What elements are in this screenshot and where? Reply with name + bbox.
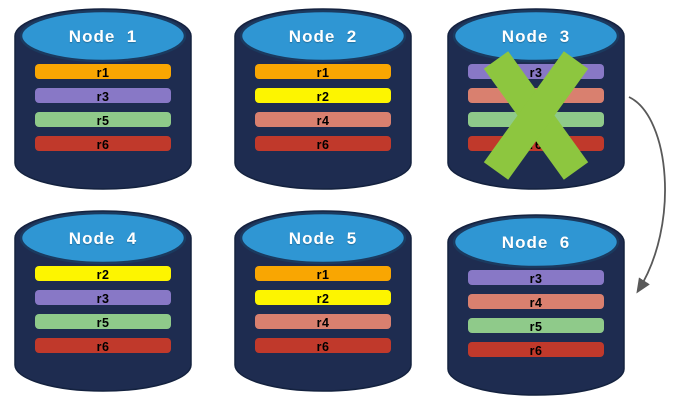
replica-list: r1 r3 r5 r6 bbox=[35, 64, 171, 160]
replica-label: r5 bbox=[96, 114, 110, 128]
replica-bar: r5 bbox=[35, 112, 171, 128]
replica-label: r2 bbox=[96, 268, 110, 282]
replica-label: r6 bbox=[316, 340, 330, 354]
replica-bar: r2 bbox=[255, 290, 391, 306]
replica-bar: r6 bbox=[35, 338, 171, 354]
replica-label: r2 bbox=[316, 292, 330, 306]
replica-list: r3 r4 r5 r6 bbox=[468, 270, 604, 366]
node-5: Node 5 r1 r2 r4 r6 bbox=[233, 208, 413, 392]
replica-label: r3 bbox=[96, 90, 110, 104]
replica-bar: r2 bbox=[35, 266, 171, 282]
replica-label: r6 bbox=[96, 138, 110, 152]
replica-label: r1 bbox=[316, 268, 330, 282]
node-6: Node 6 r3 r4 r5 r6 bbox=[446, 212, 626, 396]
node-title: Node 4 bbox=[68, 229, 138, 248]
replica-list: r2 r3 r5 r6 bbox=[35, 266, 171, 362]
failure-x-icon bbox=[483, 51, 589, 180]
replica-label: r5 bbox=[529, 320, 543, 334]
replica-bar: r6 bbox=[35, 136, 171, 152]
replica-label: r4 bbox=[316, 316, 330, 330]
replica-bar: r1 bbox=[35, 64, 171, 80]
replica-label: r6 bbox=[96, 340, 110, 354]
replica-bar: r4 bbox=[255, 314, 391, 330]
replica-bar: r1 bbox=[255, 266, 391, 282]
replica-bar: r3 bbox=[468, 270, 604, 286]
replica-label: r4 bbox=[316, 114, 330, 128]
replica-label: r5 bbox=[96, 316, 110, 330]
node-1: Node 1 r1 r3 r5 r6 bbox=[13, 6, 193, 190]
node-title: Node 5 bbox=[288, 229, 358, 248]
replica-label: r4 bbox=[529, 296, 543, 310]
replica-bar: r4 bbox=[468, 294, 604, 310]
replica-bar: r6 bbox=[255, 338, 391, 354]
replica-bar: r1 bbox=[255, 64, 391, 80]
replica-label: r1 bbox=[96, 66, 110, 80]
replica-label: r3 bbox=[529, 272, 543, 286]
node-4: Node 4 r2 r3 r5 r6 bbox=[13, 208, 193, 392]
replica-list: r1 r2 r4 r6 bbox=[255, 64, 391, 160]
node-title: Node 3 bbox=[501, 27, 571, 46]
replica-label: r3 bbox=[529, 66, 543, 80]
replica-bar: r6 bbox=[468, 342, 604, 358]
replica-bar: r4 bbox=[255, 112, 391, 128]
node-title: Node 6 bbox=[501, 233, 571, 252]
node-title: Node 1 bbox=[68, 27, 138, 46]
replica-label: r6 bbox=[316, 138, 330, 152]
replica-bar: r2 bbox=[255, 88, 391, 104]
replica-label: r3 bbox=[96, 292, 110, 306]
replica-label: r2 bbox=[316, 90, 330, 104]
replica-bar: r3 bbox=[35, 88, 171, 104]
replica-bar: r3 bbox=[35, 290, 171, 306]
replica-bar: r6 bbox=[255, 136, 391, 152]
failover-arrow-icon bbox=[628, 96, 666, 294]
replica-list: r1 r2 r4 r6 bbox=[255, 266, 391, 362]
replica-label: r1 bbox=[316, 66, 330, 80]
replica-label: r6 bbox=[529, 344, 543, 358]
replica-bar: r5 bbox=[35, 314, 171, 330]
replica-bar: r5 bbox=[468, 318, 604, 334]
node-title: Node 2 bbox=[288, 27, 358, 46]
node-2: Node 2 r1 r2 r4 r6 bbox=[233, 6, 413, 190]
